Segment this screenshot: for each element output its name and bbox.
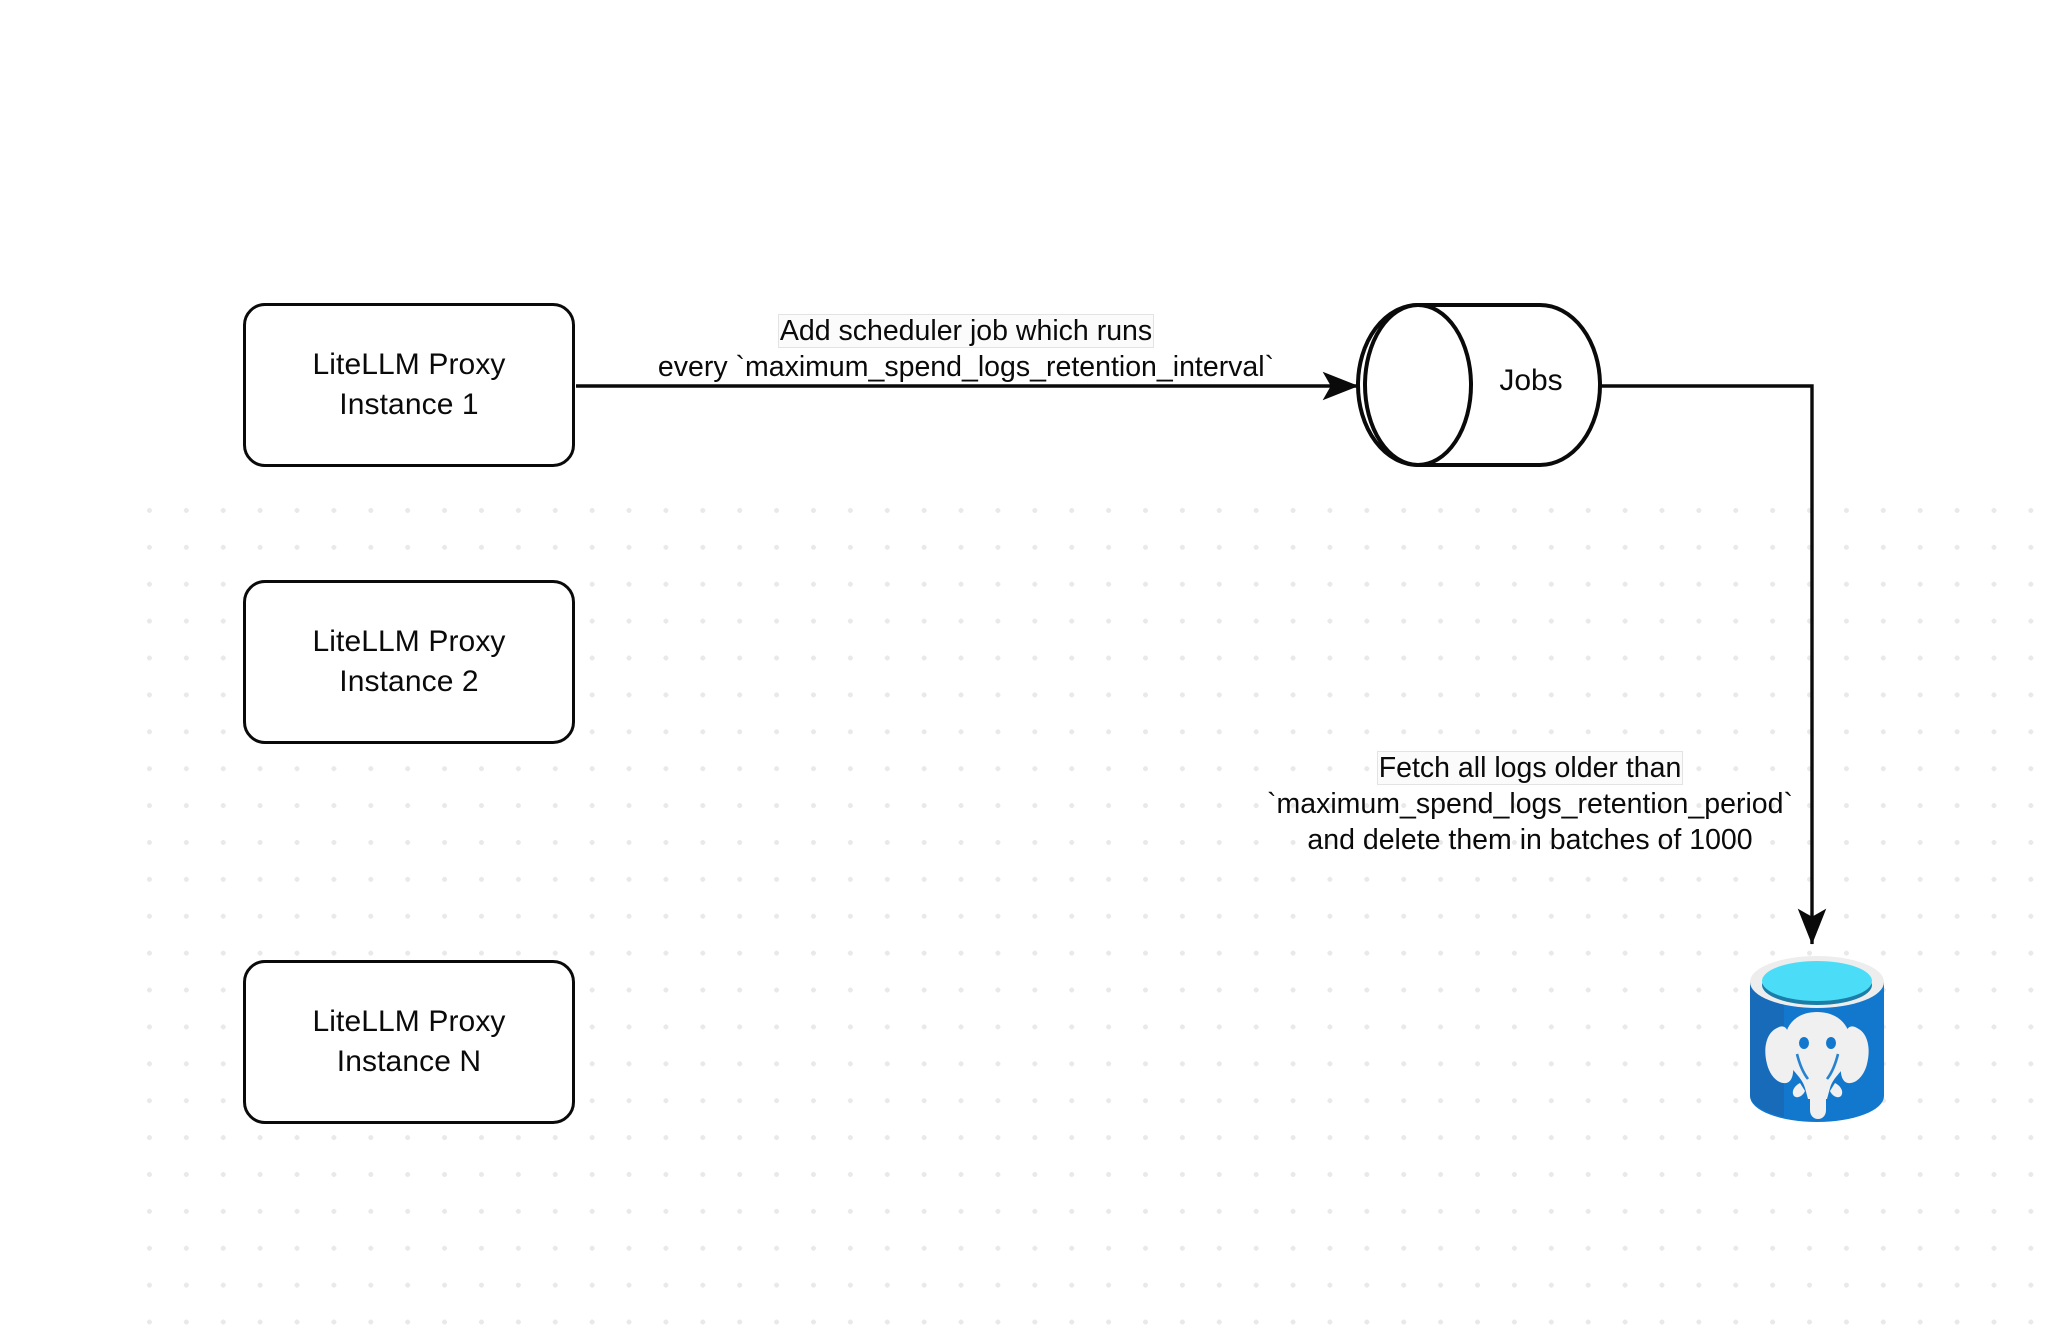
jobs-cylinder-shape [1356, 303, 1602, 467]
edge-label-fetch-and-delete-logs: Fetch all logs older than `maximum_spend… [1245, 750, 1815, 859]
postgresql-icon[interactable] [1742, 946, 1892, 1132]
edge-label-1-line1: Add scheduler job which runs [778, 315, 1154, 347]
node-proxyn-line2: Instance N [336, 1045, 482, 1078]
node-proxy1-line1: LiteLLM Proxy [312, 348, 506, 382]
edge-label-2-line3: and delete them in batches of 1000 [1307, 824, 1753, 857]
node-litellm-proxy-instance-n[interactable]: LiteLLM Proxy Instance N [243, 960, 575, 1124]
node-proxy2-line2: Instance 2 [339, 665, 479, 698]
node-jobs-label: Jobs [1499, 364, 1563, 397]
node-proxy1-line2: Instance 1 [339, 388, 479, 421]
node-litellm-proxy-instance-2[interactable]: LiteLLM Proxy Instance 2 [243, 580, 575, 744]
node-proxy2-line1: LiteLLM Proxy [312, 625, 506, 659]
node-proxyn-line1: LiteLLM Proxy [312, 1005, 506, 1039]
node-litellm-proxy-instance-1[interactable]: LiteLLM Proxy Instance 1 [243, 303, 575, 467]
edge-label-1-line2: every `maximum_spend_logs_retention_inte… [657, 351, 1275, 384]
edge-label-add-scheduler-job: Add scheduler job which runs every `maxi… [616, 313, 1316, 385]
edge-jobs-to-postgres-line [1600, 384, 1827, 945]
postgres-elephant-eyes [1799, 1037, 1836, 1049]
postgres-elephant-lines [1795, 1053, 1840, 1080]
edge-label-2-line1: Fetch all logs older than [1377, 752, 1683, 784]
edge-label-2-line2: `maximum_spend_logs_retention_period` [1267, 788, 1793, 821]
postgres-elephant-glyph [1765, 1012, 1869, 1119]
postgresql-icon-svg [1750, 956, 1884, 1122]
